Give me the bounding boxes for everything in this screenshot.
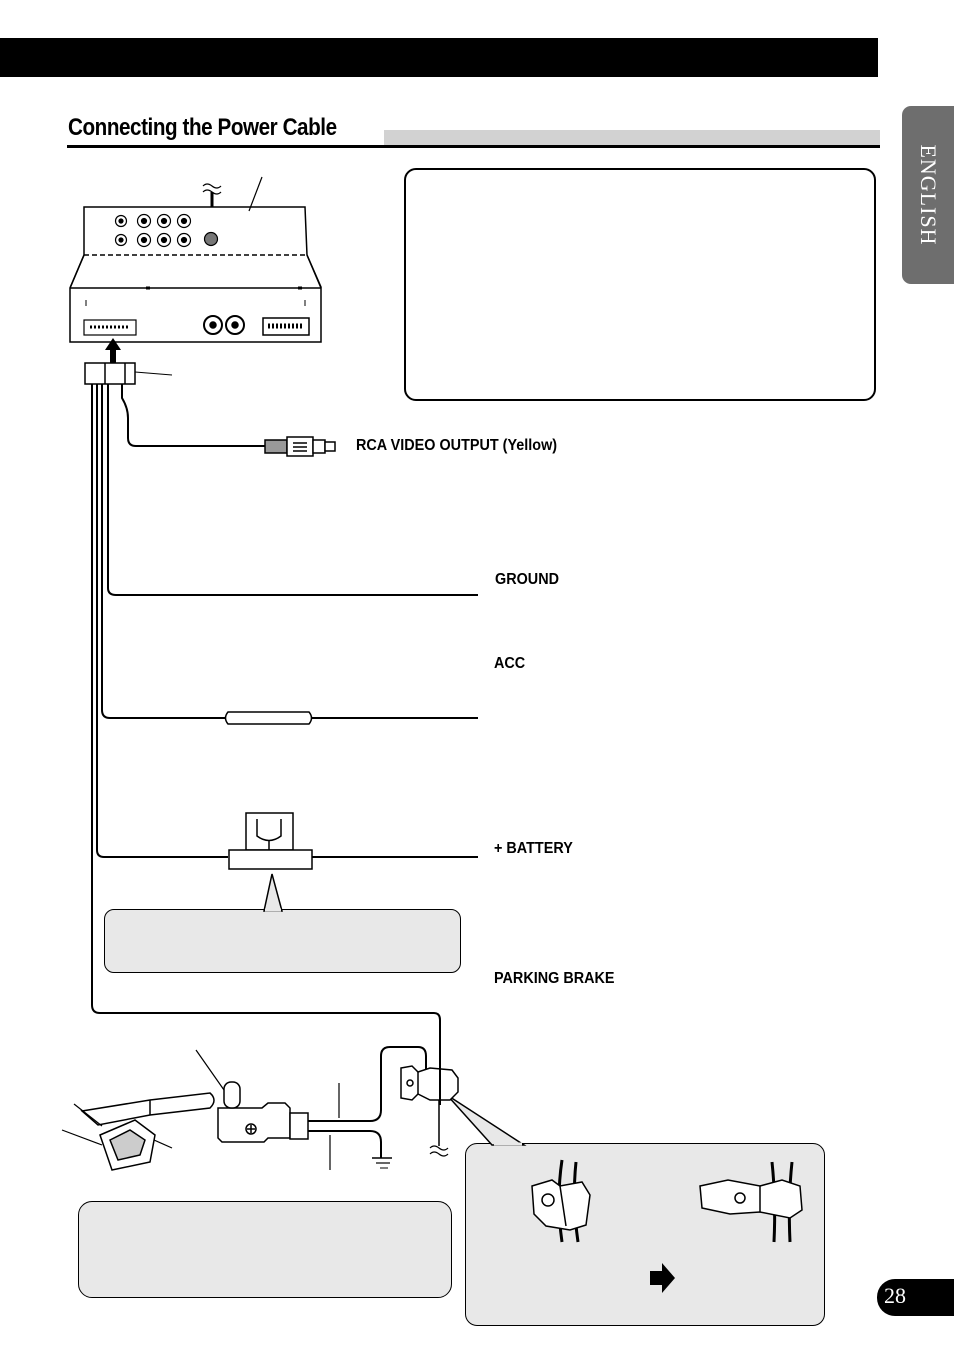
header-bar: [0, 38, 878, 77]
page-number: 28: [884, 1283, 906, 1308]
clamp-step-2: [699, 1161, 803, 1243]
label-acc: ACC: [494, 655, 526, 672]
parking-brake-note-box: [78, 1201, 452, 1298]
language-tab: [902, 106, 954, 284]
section-title: Connecting the Power Cable: [68, 114, 337, 141]
info-box: [404, 168, 876, 401]
title-rule: [67, 145, 880, 148]
callout-pointer: [263, 873, 283, 912]
insert-arrow: [105, 338, 121, 368]
label-parking-brake: PARKING BRAKE: [494, 970, 615, 987]
harness-plug: [84, 362, 173, 385]
rca-plug: [264, 436, 336, 457]
clamp-callout-pointer: [446, 1094, 527, 1146]
label-ground: GROUND: [495, 571, 559, 588]
clamp-step-1: [531, 1159, 591, 1243]
clamp-instruction-box: [465, 1143, 825, 1326]
right-arrow-icon: [650, 1263, 675, 1293]
unit-illustration: [69, 176, 322, 343]
page-number-tab: [877, 1279, 954, 1316]
parking-brake-illustration: [61, 1046, 459, 1171]
fuse-holder: [228, 812, 313, 870]
wire-harness: [91, 384, 478, 1072]
label-battery: + BATTERY: [494, 840, 573, 857]
fuse-holder-note-box: [104, 909, 461, 973]
label-rca-video-output: RCA VIDEO OUTPUT (Yellow): [356, 437, 558, 454]
inline-fuse: [224, 711, 313, 725]
title-shade-bar: [384, 130, 880, 145]
